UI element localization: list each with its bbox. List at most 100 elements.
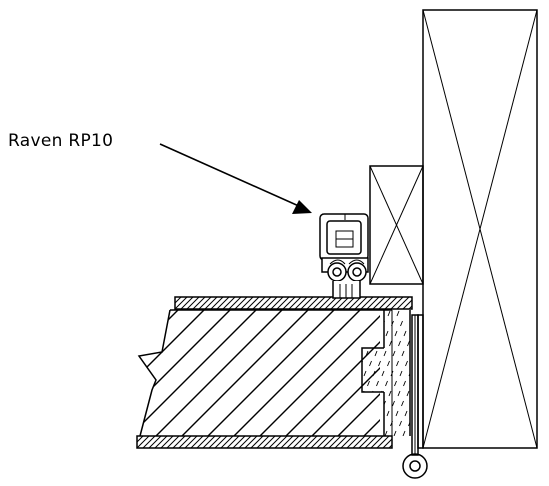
glazing-dash <box>350 331 352 336</box>
hatch-line <box>214 436 228 448</box>
glazing-dash <box>401 350 405 357</box>
glazing-dash <box>337 421 339 426</box>
hatch-line <box>190 436 204 448</box>
hatch-line <box>172 436 186 448</box>
glazing-dash <box>355 421 357 426</box>
hatch-line <box>280 436 294 448</box>
hatch-line <box>139 310 205 436</box>
hatch-line <box>318 297 332 309</box>
hatch-line <box>139 310 179 436</box>
glazing-dash <box>352 311 354 316</box>
hatch-line <box>234 297 248 309</box>
hatch-line <box>264 297 278 309</box>
hatch-line <box>395 436 407 448</box>
hatch-line <box>376 436 390 448</box>
glazing-dash <box>309 341 311 346</box>
glazing-dash <box>387 360 390 367</box>
glazing-dash <box>430 431 432 436</box>
hatch-line <box>330 297 344 309</box>
glazing-dash <box>394 380 397 387</box>
glazing-dash <box>337 371 339 376</box>
hatch-line <box>178 436 192 448</box>
hatch-line <box>298 436 312 448</box>
glazing-dash <box>392 350 396 357</box>
hatch-line <box>276 297 290 309</box>
hatch-line <box>220 436 234 448</box>
hatch-line <box>378 297 392 309</box>
glazing-dash <box>406 390 410 397</box>
hatch-line <box>520 310 549 436</box>
hatch-line <box>244 436 258 448</box>
hatch-line <box>181 310 309 436</box>
hatch-line <box>306 297 320 309</box>
hatch-line <box>196 436 210 448</box>
glazing-dash <box>362 310 364 317</box>
glazing-dash <box>307 311 309 316</box>
glazing-dash <box>385 330 389 337</box>
callout-arrow <box>159 143 312 214</box>
seal-bulbs <box>327 262 367 282</box>
glazing-dash <box>376 380 379 387</box>
hatch-line <box>208 436 222 448</box>
hatch-line <box>198 297 212 309</box>
glazing-dash <box>316 361 318 366</box>
hatch-line <box>256 436 270 448</box>
hatch-line <box>148 436 162 448</box>
hatch-line <box>262 436 276 448</box>
glazing-dash <box>356 321 358 326</box>
glazing-dash <box>325 311 327 316</box>
glazing-dash <box>403 380 406 387</box>
glazing-dash <box>389 340 392 347</box>
glazing-dash <box>328 371 330 376</box>
glazing-dash <box>348 351 350 356</box>
hatch-line <box>312 297 326 309</box>
hatch-line <box>360 297 374 309</box>
glazing-dash <box>305 331 307 336</box>
glazing-dash <box>323 381 325 386</box>
hatch-line <box>175 297 182 304</box>
glazing-dash <box>398 340 401 347</box>
glazing-dash <box>365 350 369 357</box>
glazing-dash <box>341 331 343 336</box>
glazing-dash <box>345 341 347 346</box>
hatch-line <box>288 297 302 309</box>
glazing-dash <box>355 371 357 376</box>
hatch-line <box>180 297 194 309</box>
hatch-line <box>228 297 242 309</box>
glazing-dash <box>420 401 422 406</box>
hatch-line <box>226 436 240 448</box>
hatch-line <box>311 310 380 436</box>
hatch-line <box>354 297 368 309</box>
hatch-line <box>166 436 180 448</box>
hatch-line <box>401 436 413 448</box>
hatch-line <box>328 436 342 448</box>
hatch-line <box>282 297 296 309</box>
hatch-line <box>346 436 360 448</box>
hatch-line <box>137 436 144 443</box>
rp10-seal-profile <box>319 213 369 299</box>
hatch-line <box>246 297 260 309</box>
hatch-line <box>402 299 412 309</box>
glazing-dash <box>362 340 365 347</box>
hatch-line <box>366 297 380 309</box>
hatch-line <box>388 444 392 448</box>
glazing-dash <box>357 401 359 406</box>
glazing-dash <box>311 321 313 326</box>
glazing-dash <box>344 391 346 396</box>
hatch-line <box>155 310 283 436</box>
glazing-dash <box>298 311 300 316</box>
hatch-line <box>192 297 206 309</box>
hatch-line <box>240 297 254 309</box>
glazing-dash <box>363 420 366 427</box>
hatch-line <box>274 436 288 448</box>
glazing-dash <box>378 360 381 367</box>
glazing-dash <box>402 430 406 436</box>
glazing-dash <box>318 341 320 346</box>
frame-section <box>422 9 538 449</box>
glazing-dash <box>374 350 378 357</box>
glazing-dash <box>427 421 429 426</box>
hatch-line <box>442 310 549 436</box>
stop-block <box>369 165 424 285</box>
glazing-dash <box>330 401 332 406</box>
